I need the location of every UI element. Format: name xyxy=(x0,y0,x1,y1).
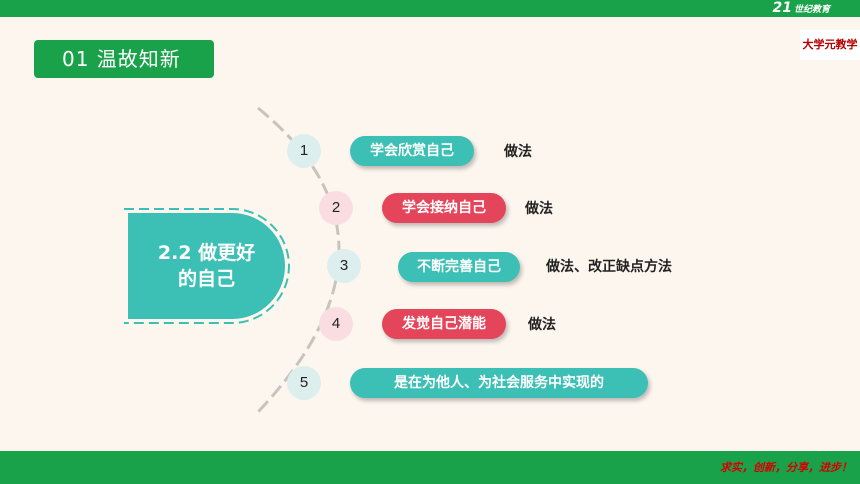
side-logo: 大学元教学 xyxy=(800,30,860,60)
brand-logo-number: 21 xyxy=(772,0,792,16)
item-desc-3: 做法、改正缺点方法 xyxy=(546,259,672,275)
hub-title-line2: 的自己 xyxy=(177,268,235,290)
item-title-1[interactable]: 学会欣赏自己 xyxy=(350,136,474,166)
item-title-3[interactable]: 不断完善自己 xyxy=(398,252,520,282)
hub-title-line1: 2.2 做更好 xyxy=(157,242,256,264)
item-title-4[interactable]: 发觉自己潜能 xyxy=(382,309,506,339)
item-number-4: 4 xyxy=(319,307,353,341)
item-number-2: 2 xyxy=(319,191,353,225)
item-title-2[interactable]: 学会接纳自己 xyxy=(382,193,506,223)
item-desc-2: 做法 xyxy=(525,201,553,217)
item-number-1: 1 xyxy=(287,134,321,168)
item-number-5: 5 xyxy=(287,366,321,400)
brand-logo-text: 世纪教育 xyxy=(793,5,830,15)
bottom-bar: 求实，创新，分享，进步！ xyxy=(0,451,860,484)
footer-slogan: 求实，创新，分享，进步！ xyxy=(720,461,852,474)
section-title: 01 温故知新 xyxy=(34,40,214,78)
item-desc-1: 做法 xyxy=(504,144,532,160)
item-desc-4: 做法 xyxy=(528,317,556,333)
item-number-3: 3 xyxy=(327,249,361,283)
topic-hub: 2.2 做更好 的自己 xyxy=(128,213,285,319)
item-title-5[interactable]: 是在为他人、为社会服务中实现的 xyxy=(350,368,648,398)
